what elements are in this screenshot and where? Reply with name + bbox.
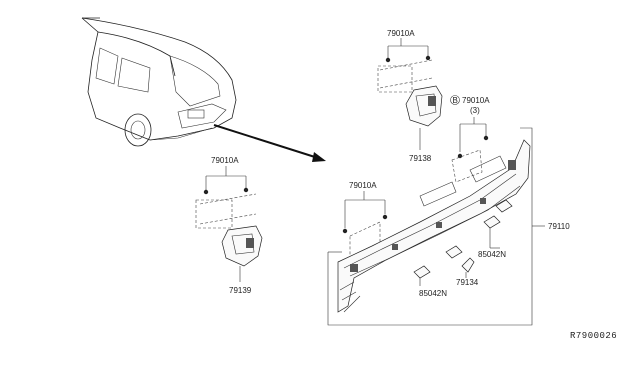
top-bracket-group: 79010A 79138 xyxy=(377,29,443,163)
assembly-label: 79110 xyxy=(548,222,570,231)
assembly-frame: 79110 xyxy=(327,127,570,326)
pointer-arrow xyxy=(213,124,326,162)
bolt-mid-callout: 79010A xyxy=(342,181,388,265)
clip-upper-label: 85042N xyxy=(478,250,506,259)
clips-group: 85042N 85042N xyxy=(413,199,513,298)
reference-code: R7900026 xyxy=(570,331,617,341)
bolt-b-marker: B xyxy=(453,96,458,105)
clip-lower-label: 85042N xyxy=(419,289,447,298)
vehicle-illustration xyxy=(81,17,237,147)
bracket-left-label: 79139 xyxy=(229,286,252,295)
bolt-top-label: 79010A xyxy=(387,29,415,38)
bolt-b-callout: B 79010A (3) xyxy=(450,95,490,159)
bracket-top-label: 79138 xyxy=(409,154,432,163)
bolt-b-qty: (3) xyxy=(470,106,480,115)
bolt-left-label: 79010A xyxy=(211,156,239,165)
left-bracket-group: 79010A 79139 xyxy=(195,156,263,295)
bolt-b-label: 79010A xyxy=(462,96,490,105)
bolt-mid-label: 79010A xyxy=(349,181,377,190)
bumper-member xyxy=(337,139,531,313)
small-bracket-group: 79134 xyxy=(456,257,479,287)
small-bracket-label: 79134 xyxy=(456,278,479,287)
